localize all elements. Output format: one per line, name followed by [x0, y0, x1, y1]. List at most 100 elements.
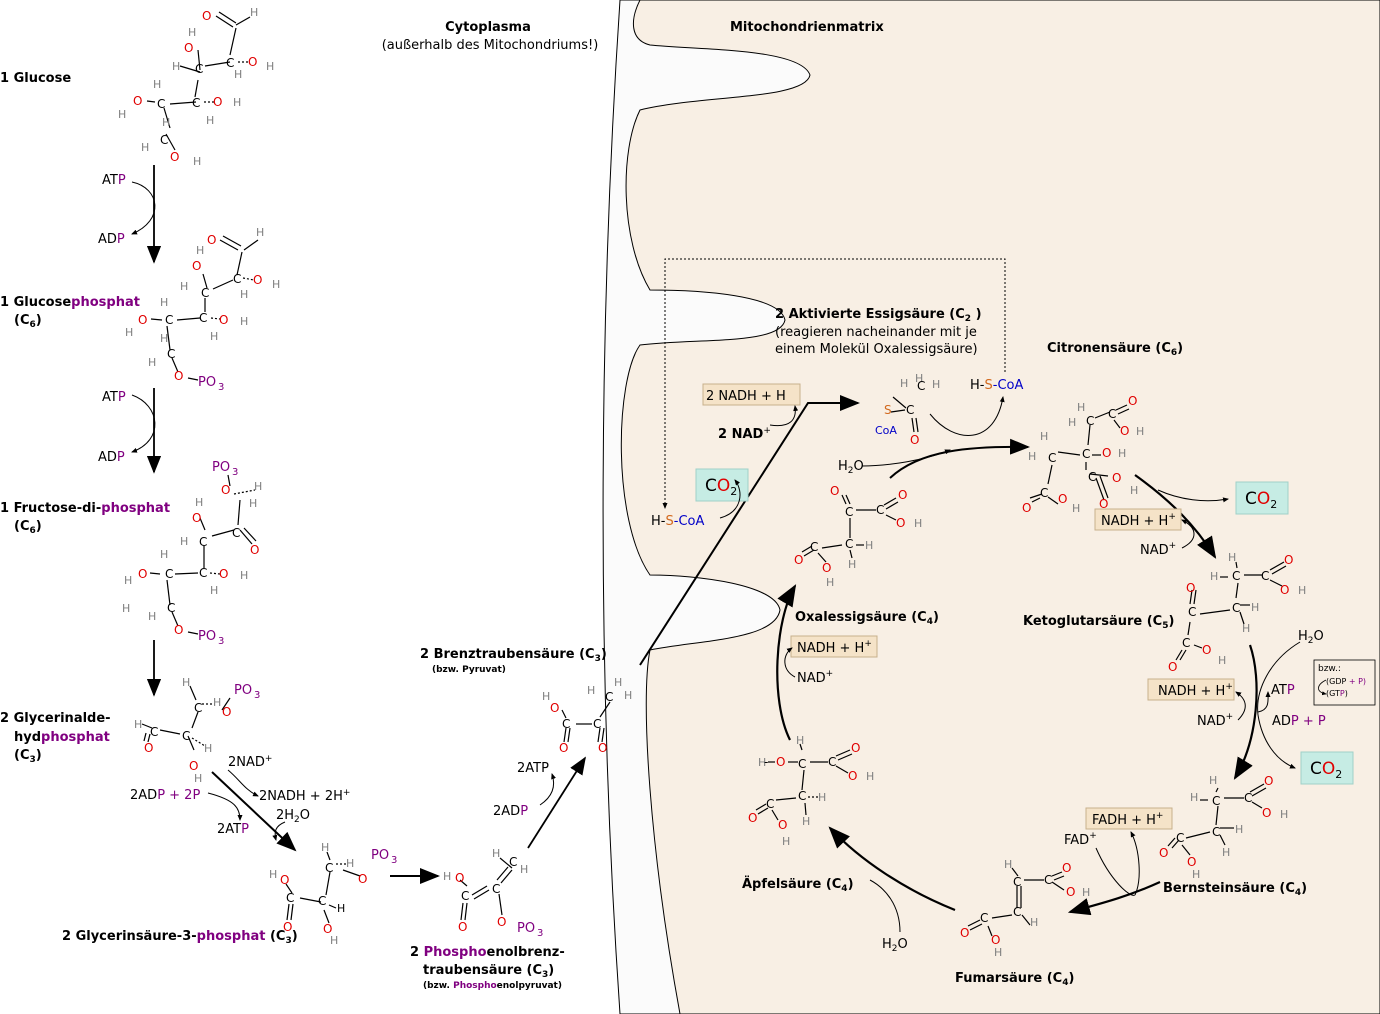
- svg-text:C: C: [1013, 905, 1021, 919]
- coa-recycle-dotted: [662, 258, 1006, 509]
- svg-text:H: H: [194, 772, 202, 785]
- oxalessigsaeure-label: Oxalessigsäure (C4): [795, 610, 939, 627]
- h2o-curve-citrate: [861, 449, 951, 467]
- pyruvat-atoms: H O C O C O C H H H: [542, 676, 632, 755]
- nadh-label-1: NADH + H+: [1101, 512, 1176, 529]
- nadh-label-glyc: 2NADH + 2H+: [259, 788, 350, 804]
- adp-label-keto: ADP + P: [1272, 714, 1326, 729]
- svg-text:H: H: [172, 60, 180, 73]
- nad-curve-3: [784, 647, 796, 678]
- pyruvat-label: 2 Brenztraubensäure (C3): [420, 647, 607, 664]
- svg-text:H: H: [1251, 601, 1259, 614]
- svg-text:H: H: [914, 517, 922, 530]
- fumarsaeure-label: Fumarsäure (C4): [955, 971, 1074, 988]
- arrow-bernstein-to-fumar: [1067, 880, 1161, 916]
- svg-text:O: O: [174, 623, 183, 637]
- svg-text:H: H: [1077, 401, 1085, 414]
- fadh-curve: [1130, 831, 1140, 896]
- svg-text:O: O: [910, 433, 919, 447]
- svg-text:C: C: [1082, 447, 1090, 461]
- svg-text:C: C: [562, 717, 570, 731]
- svg-text:3: 3: [254, 690, 260, 701]
- svg-text:-: -: [764, 755, 768, 769]
- fadh-box: [1085, 807, 1173, 830]
- fad-curve: [1095, 847, 1136, 896]
- atp-adp-curve-1: [131, 181, 156, 235]
- svg-text:H: H: [1028, 450, 1036, 463]
- svg-text:H: H: [162, 116, 170, 129]
- acetyl-coa-structure: [890, 396, 919, 433]
- svg-text:C: C: [906, 403, 914, 417]
- svg-text:H: H: [587, 684, 595, 697]
- hs-coa-right: H-S-CoA: [970, 378, 1023, 393]
- svg-text:H: H: [148, 610, 156, 623]
- glycerinaldehyd-label-1: 2 Glycerinalde-: [0, 711, 111, 726]
- cytoplasm-note: (außerhalb des Mitochondriums!): [382, 38, 599, 53]
- svg-text:H: H: [346, 857, 354, 870]
- svg-text:O: O: [1159, 846, 1168, 860]
- svg-text:H: H: [1242, 622, 1250, 635]
- svg-text:H: H: [818, 791, 826, 804]
- svg-text:H: H: [210, 330, 218, 343]
- nadh-label-3: NADH + H+: [797, 639, 872, 656]
- svg-text:C: C: [1188, 605, 1196, 619]
- nad-label-2: NAD+: [1197, 712, 1233, 729]
- co2-label-1: CO2: [705, 476, 737, 498]
- atp-label-1: ATP: [102, 173, 126, 188]
- adp-curve-glyc: [207, 792, 243, 821]
- svg-text:H: H: [542, 690, 550, 703]
- arrow-g3p-to-3pg: [211, 771, 297, 852]
- svg-text:H: H: [122, 602, 130, 615]
- aepfelsaeure-label: Äpfelsäure (C4): [742, 876, 854, 894]
- svg-text:C: C: [165, 567, 173, 581]
- svg-text:H: H: [1040, 430, 1048, 443]
- atp-label-2: ATP: [102, 390, 126, 405]
- svg-text:C: C: [1086, 414, 1094, 428]
- svg-text:H: H: [240, 315, 248, 328]
- svg-text:C: C: [1040, 486, 1048, 500]
- oxalessigsaeure-structure: [801, 494, 899, 563]
- svg-text:O: O: [213, 95, 222, 109]
- svg-text:H: H: [994, 946, 1002, 959]
- matrix-title: Mitochondrienmatrix: [730, 20, 884, 35]
- svg-text:H: H: [160, 548, 168, 561]
- atp-label-pyr: 2ATP: [517, 761, 549, 776]
- svg-text:O: O: [497, 915, 506, 929]
- co2-label-3: CO2: [1310, 759, 1342, 781]
- pyruvat-structure: [561, 701, 611, 743]
- nadh2-box: [702, 383, 801, 406]
- svg-text:C: C: [492, 882, 500, 896]
- svg-text:PO: PO: [212, 460, 230, 475]
- svg-text:C: C: [233, 272, 241, 286]
- svg-text:H: H: [134, 718, 142, 731]
- svg-text:O: O: [207, 233, 216, 247]
- svg-text:H: H: [1280, 808, 1288, 821]
- atp-label-glyc: 2ATP: [217, 822, 249, 837]
- h2o-label-fumar: H2O: [882, 937, 908, 954]
- svg-text:C: C: [593, 717, 601, 731]
- svg-text:C: C: [1244, 791, 1252, 805]
- svg-text:O: O: [133, 94, 142, 108]
- svg-text:CoA: CoA: [875, 424, 897, 437]
- essig-note-1: (reagieren nacheinander mit je: [775, 325, 977, 340]
- gtp-note-bzw: bzw.:: [1318, 664, 1341, 674]
- svg-text:O: O: [1264, 774, 1273, 788]
- svg-text:C: C: [1044, 873, 1052, 887]
- svg-text:H: H: [1130, 484, 1138, 497]
- svg-text:C: C: [325, 861, 333, 875]
- svg-text:C: C: [192, 96, 200, 110]
- fructose-formula: (C6): [14, 519, 42, 536]
- svg-text:H: H: [180, 280, 188, 293]
- svg-text:C: C: [157, 97, 165, 111]
- svg-text:O: O: [358, 872, 367, 886]
- svg-text:PO: PO: [234, 683, 252, 698]
- bernsteinsaeure-structure: [1167, 783, 1267, 856]
- essig-note-2: einem Molekül Oxalessigsäure): [775, 342, 978, 357]
- svg-text:O: O: [144, 741, 153, 755]
- svg-text:H: H: [124, 574, 132, 587]
- svg-text:O: O: [1280, 583, 1289, 597]
